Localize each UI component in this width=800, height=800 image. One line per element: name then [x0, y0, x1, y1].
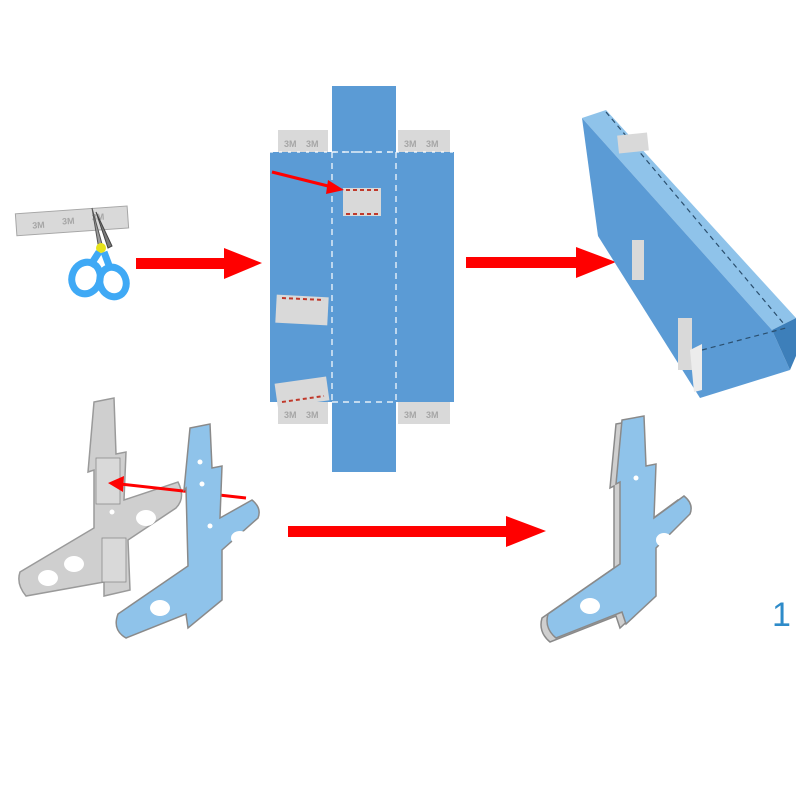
- tape-brand-label: 3M: [284, 410, 297, 420]
- tape-brand-label: 3M: [426, 139, 439, 149]
- tape-brand-label: 3M: [306, 410, 319, 420]
- tape-brand-label: 3M: [426, 410, 439, 420]
- tape-piece: [632, 240, 644, 280]
- tape-piece-bottom-left: 3M 3M: [278, 402, 328, 424]
- folded-box: [582, 110, 796, 398]
- flat-board-with-tape: 3M 3M 3M 3M 3M 3M 3M 3M: [270, 86, 454, 472]
- tape-piece-lower-left: [274, 376, 330, 408]
- tape-piece-bottom-right: 3M 3M: [398, 402, 450, 424]
- tape-brand-label: 3M: [62, 216, 75, 227]
- exploded-connector-pieces: [18, 397, 260, 639]
- tape-piece-top-right: 3M 3M: [398, 130, 450, 154]
- red-arrow-icon: [466, 247, 616, 278]
- red-arrow-icon: [271, 170, 344, 194]
- blue-foam-piece: [115, 423, 260, 639]
- red-arrow-icon: [288, 516, 546, 547]
- step-number: 1: [772, 596, 791, 634]
- gray-foam-piece: [18, 397, 183, 597]
- scissors-with-tape: 3M 3M 3M: [14, 205, 130, 301]
- fold-lines: [270, 151, 454, 403]
- tape-piece: [678, 318, 692, 370]
- tape-piece: [617, 132, 649, 154]
- red-arrow-icon: [136, 248, 262, 279]
- tape-piece-side-left: [275, 294, 329, 326]
- tape-piece: [101, 537, 127, 583]
- tape-strip: 3M 3M 3M: [14, 205, 130, 237]
- tape-piece-top-left: 3M 3M: [278, 130, 328, 154]
- tape-piece-center: [343, 188, 381, 216]
- red-arrow-icon: [108, 476, 247, 500]
- scissors-icon: [68, 207, 130, 301]
- tape-brand-label: 3M: [284, 139, 297, 149]
- tape-brand-label: 3M: [32, 220, 45, 231]
- tape-brand-label: 3M: [404, 410, 417, 420]
- tape-brand-label: 3M: [404, 139, 417, 149]
- tape-brand-label: 3M: [306, 139, 319, 149]
- assembled-connector: [540, 415, 692, 643]
